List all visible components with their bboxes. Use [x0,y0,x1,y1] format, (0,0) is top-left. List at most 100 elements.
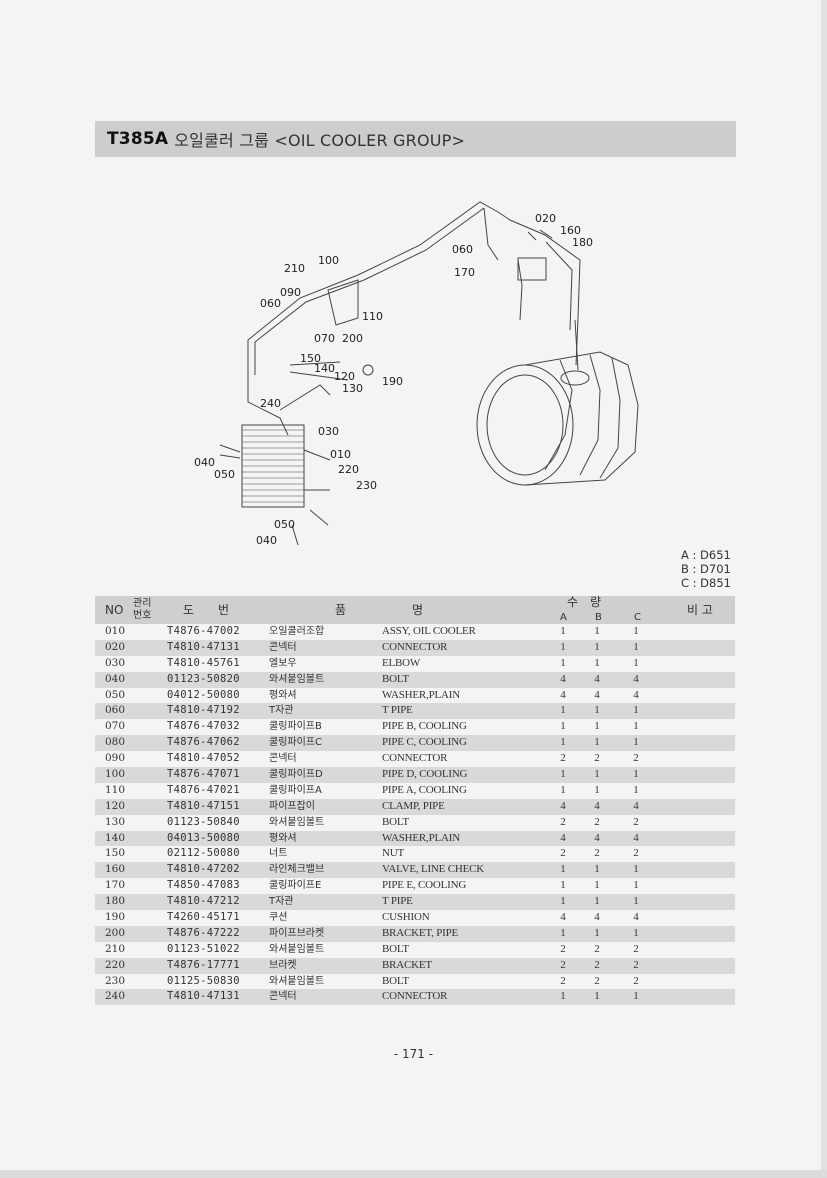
svg-text:050: 050 [214,468,235,481]
cell-qty-b: 4 [594,672,600,685]
cell-korean-name: 평와셔 [269,832,297,844]
cell-qty-a: 1 [560,768,566,781]
svg-text:210: 210 [284,262,305,275]
header-remarks: 비 고 [687,603,713,617]
cell-english-name: PIPE E, COOLING [382,879,467,892]
cell-no: 130 [105,815,126,828]
cell-part-number: 01125-50830 [167,974,240,987]
cell-qty-a: 2 [560,815,566,828]
cell-part-number: T4876-47071 [167,768,240,781]
cell-part-number: 01123-50820 [167,672,240,685]
section-title: 오일쿨러 그룹 <OIL COOLER GROUP> [174,131,466,150]
model-legend: A : D651 B : D701 C : D851 [681,548,731,590]
cell-qty-c: 1 [633,783,639,796]
cell-qty-c: 1 [633,926,639,939]
cell-qty-a: 1 [560,720,566,733]
legend-entry: B : D701 [680,562,731,576]
svg-text:130: 130 [342,382,363,395]
exploded-parts-diagram: 020 160 180 060 170 100 210 090 060 110 … [180,190,650,560]
cell-english-name: CLAMP, PIPE [382,799,445,812]
cell-qty-c: 1 [633,704,639,717]
page-number: - 171 - [393,1047,434,1061]
cell-part-number: T4876-47032 [167,720,240,733]
cell-korean-name: 엘보우 [269,657,297,669]
cell-no: 210 [105,942,126,955]
cell-part-number: T4810-47151 [167,799,240,812]
cell-qty-a: 2 [560,752,566,765]
cell-qty-a: 1 [560,625,566,637]
cell-korean-name: 와셔붙임볼트 [269,975,325,987]
cell-part-number: T4810-47212 [167,895,240,908]
cell-qty-b: 4 [594,911,600,924]
cell-qty-b: 4 [594,688,600,701]
cell-korean-name: 브라켓 [269,959,297,971]
svg-text:060: 060 [260,297,281,310]
cell-korean-name: 쿠션 [269,912,288,924]
cell-korean-name: 쿨링파이프B [269,721,322,733]
cell-english-name: BRACKET, PIPE [382,926,459,939]
cell-qty-a: 2 [560,974,566,987]
cell-qty-b: 1 [594,704,600,717]
svg-text:240: 240 [260,397,281,410]
transmission-case [476,319,639,486]
svg-text:170: 170 [454,266,475,279]
cell-part-number: T4810-47192 [167,704,240,717]
cell-english-name: WASHER,PLAIN [382,688,460,701]
cell-no: 070 [105,720,126,733]
cell-qty-a: 4 [560,672,566,685]
cell-english-name: ASSY, OIL COOLER [382,625,476,637]
cell-part-number: 02112-50080 [167,847,240,860]
svg-text:140: 140 [314,362,335,375]
cell-qty-b: 1 [594,656,600,669]
svg-text:050: 050 [274,518,295,531]
cell-part-number: T4810-47202 [167,863,240,876]
cell-qty-a: 1 [560,879,566,892]
cell-part-number: T4876-47021 [167,783,240,796]
cell-english-name: NUT [382,847,405,860]
cell-korean-name: 파이프잡이 [269,800,315,812]
cell-no: 120 [105,799,126,812]
cell-part-number: T4260-45171 [167,911,240,924]
cell-no: 220 [105,958,126,971]
cell-qty-b: 2 [594,974,600,987]
cell-english-name: WASHER,PLAIN [382,831,460,844]
page-edge [821,0,827,1178]
cell-part-number: 01123-51022 [167,942,240,955]
cell-no: 150 [105,847,126,860]
cell-no: 040 [105,672,126,685]
cell-no: 110 [105,783,126,796]
svg-text:160: 160 [560,224,581,237]
cell-qty-a: 1 [560,863,566,876]
cell-qty-c: 1 [633,640,639,653]
table-header: NO 관리 번호 도 번 품 명 수 량 A B C 비 고 [95,596,735,624]
page-edge [0,1170,827,1178]
diagram-drawing: 020 160 180 060 170 100 210 090 060 110 … [194,201,639,547]
header-name-part2: 명 [412,603,424,617]
cell-part-number: 01123-50840 [167,815,240,828]
header-mgmt-bottom: 번호 [133,610,152,621]
cell-english-name: PIPE A, COOLING [382,783,467,796]
svg-text:220: 220 [338,463,359,476]
cell-qty-c: 1 [633,736,639,749]
cell-part-number: T4810-47052 [167,752,240,765]
cell-korean-name: 쿨링파이프A [269,784,322,796]
svg-text:020: 020 [535,212,556,225]
cell-no: 080 [105,736,126,749]
cell-part-number: 04013-50080 [167,831,240,844]
cell-no: 200 [105,926,126,939]
pipe-line [247,201,499,375]
cell-english-name: CONNECTOR [382,990,448,1003]
header-no: NO [105,603,124,617]
cell-qty-a: 2 [560,958,566,971]
cell-qty-a: 1 [560,656,566,669]
